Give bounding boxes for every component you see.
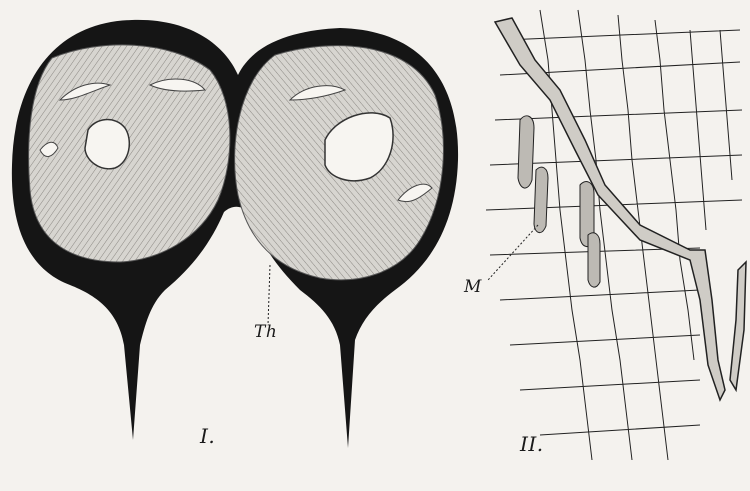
cell-grid <box>486 10 742 460</box>
panel-1-cell <box>12 20 458 448</box>
filament <box>495 18 725 400</box>
panel-1-label: I. <box>200 424 215 448</box>
panel-2-label: II. <box>520 432 544 456</box>
m-cell <box>518 116 534 188</box>
left-chamber <box>85 120 129 169</box>
label-m: M <box>464 277 482 297</box>
m-pointer <box>488 225 538 280</box>
panel-2-tissue <box>486 10 746 460</box>
m-cell <box>534 167 548 232</box>
label-th: Th <box>254 322 277 342</box>
th-pointer <box>268 265 270 325</box>
m-cell <box>588 233 600 287</box>
filament-right <box>730 262 746 390</box>
